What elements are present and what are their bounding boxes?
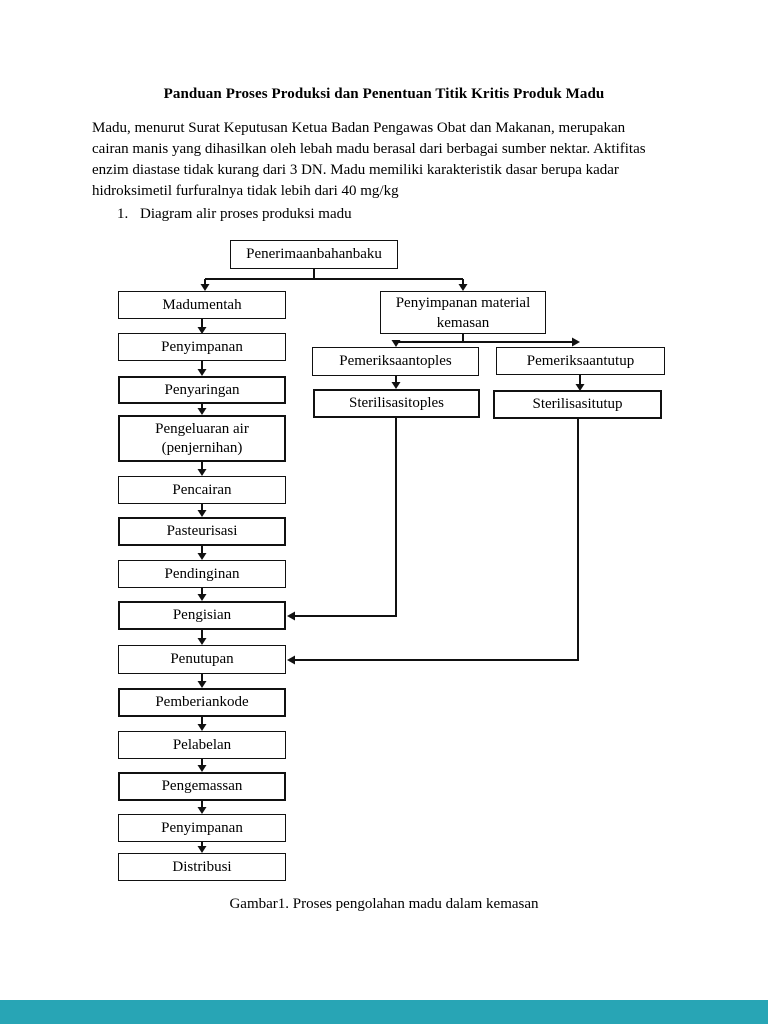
flow-box-sterilisasi-toples: Sterilisasitoples [313,389,480,418]
flow-box-penyaringan: Penyaringan [118,376,286,404]
page-title: Panduan Proses Produksi dan Penentuan Ti… [163,86,605,102]
flow-box-penerimaan-bahan-baku: Penerimaanbahanbaku [230,240,398,269]
flow-box-pengeluaran-air: Pengeluaran air (penjernihan) [118,415,286,462]
flow-box-penutupan: Penutupan [118,645,286,674]
paragraph-line: cairan manis yang dihasilkan oleh lebah … [92,141,646,157]
flow-box-pemberian-kode: Pemberiankode [118,688,286,717]
list-item-label: Diagram alir proses produksi madu [140,206,352,222]
flow-box-pengisian: Pengisian [118,601,286,630]
body-paragraph: Madu, menurut Surat Keputusan Ketua Bada… [92,118,712,202]
flow-box-pengemassan: Pengemassan [118,772,286,801]
figure-caption: Gambar1. Proses pengolahan madu dalam ke… [229,896,539,912]
flow-box-pemeriksaan-tutup: Pemeriksaantutup [496,347,665,375]
flow-box-madu-mentah: Madumentah [118,291,286,319]
list-item-diagram: 1. Diagram alir proses produksi madu [117,206,352,223]
footer-teal-bar [0,1000,768,1024]
list-item-number: 1. [117,206,129,222]
flow-box-penyimpanan: Penyimpanan [118,333,286,361]
paragraph-line: enzim diastase tidak kurang dari 3 DN. M… [92,162,619,178]
flow-box-pasteurisasi: Pasteurisasi [118,517,286,546]
paragraph-line: hidroksimetil furfuralnya tidak lebih da… [92,183,399,199]
flow-box-distribusi: Distribusi [118,853,286,881]
flow-box-sterilisasi-tutup: Sterilisasitutup [493,390,662,419]
flow-box-pendinginan: Pendinginan [118,560,286,588]
flow-box-pencairan: Pencairan [118,476,286,504]
flow-box-penyimpanan-akhir: Penyimpanan [118,814,286,842]
flow-box-pelabelan: Pelabelan [118,731,286,759]
flow-box-pemeriksaan-toples: Pemeriksaantoples [312,347,479,376]
flow-box-penyimpanan-material-kemasan: Penyimpanan material kemasan [380,291,546,334]
paragraph-line: Madu, menurut Surat Keputusan Ketua Bada… [92,120,626,136]
